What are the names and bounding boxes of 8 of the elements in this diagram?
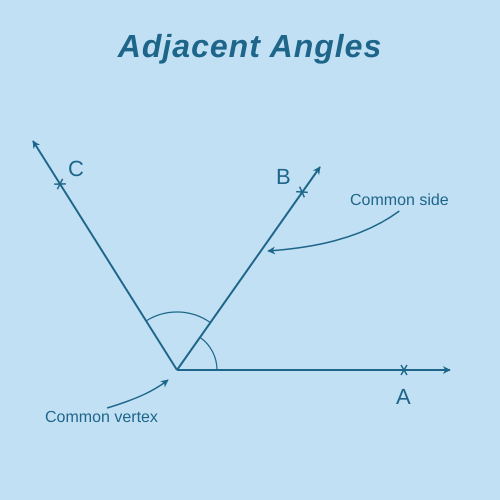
point-label: A bbox=[396, 384, 411, 410]
point-label: B bbox=[276, 164, 291, 190]
leader-arrow bbox=[267, 210, 400, 254]
title: Adjacent Angles bbox=[116, 28, 384, 65]
callout-text: Common side bbox=[350, 192, 449, 210]
callout-text: Common vertex bbox=[45, 409, 158, 427]
leader-arrow bbox=[106, 379, 169, 409]
point-label: C bbox=[68, 156, 84, 182]
